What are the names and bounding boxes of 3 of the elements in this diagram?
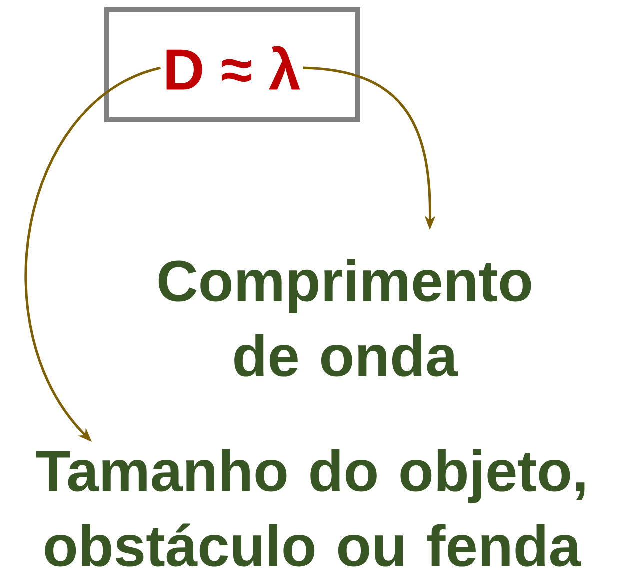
caption-text: Comprimento de onda [158,259,532,377]
formula-box: D ≈ λ [104,8,360,122]
caption-text: Tamanho do objeto, obstáculo ou fenda [36,449,585,567]
